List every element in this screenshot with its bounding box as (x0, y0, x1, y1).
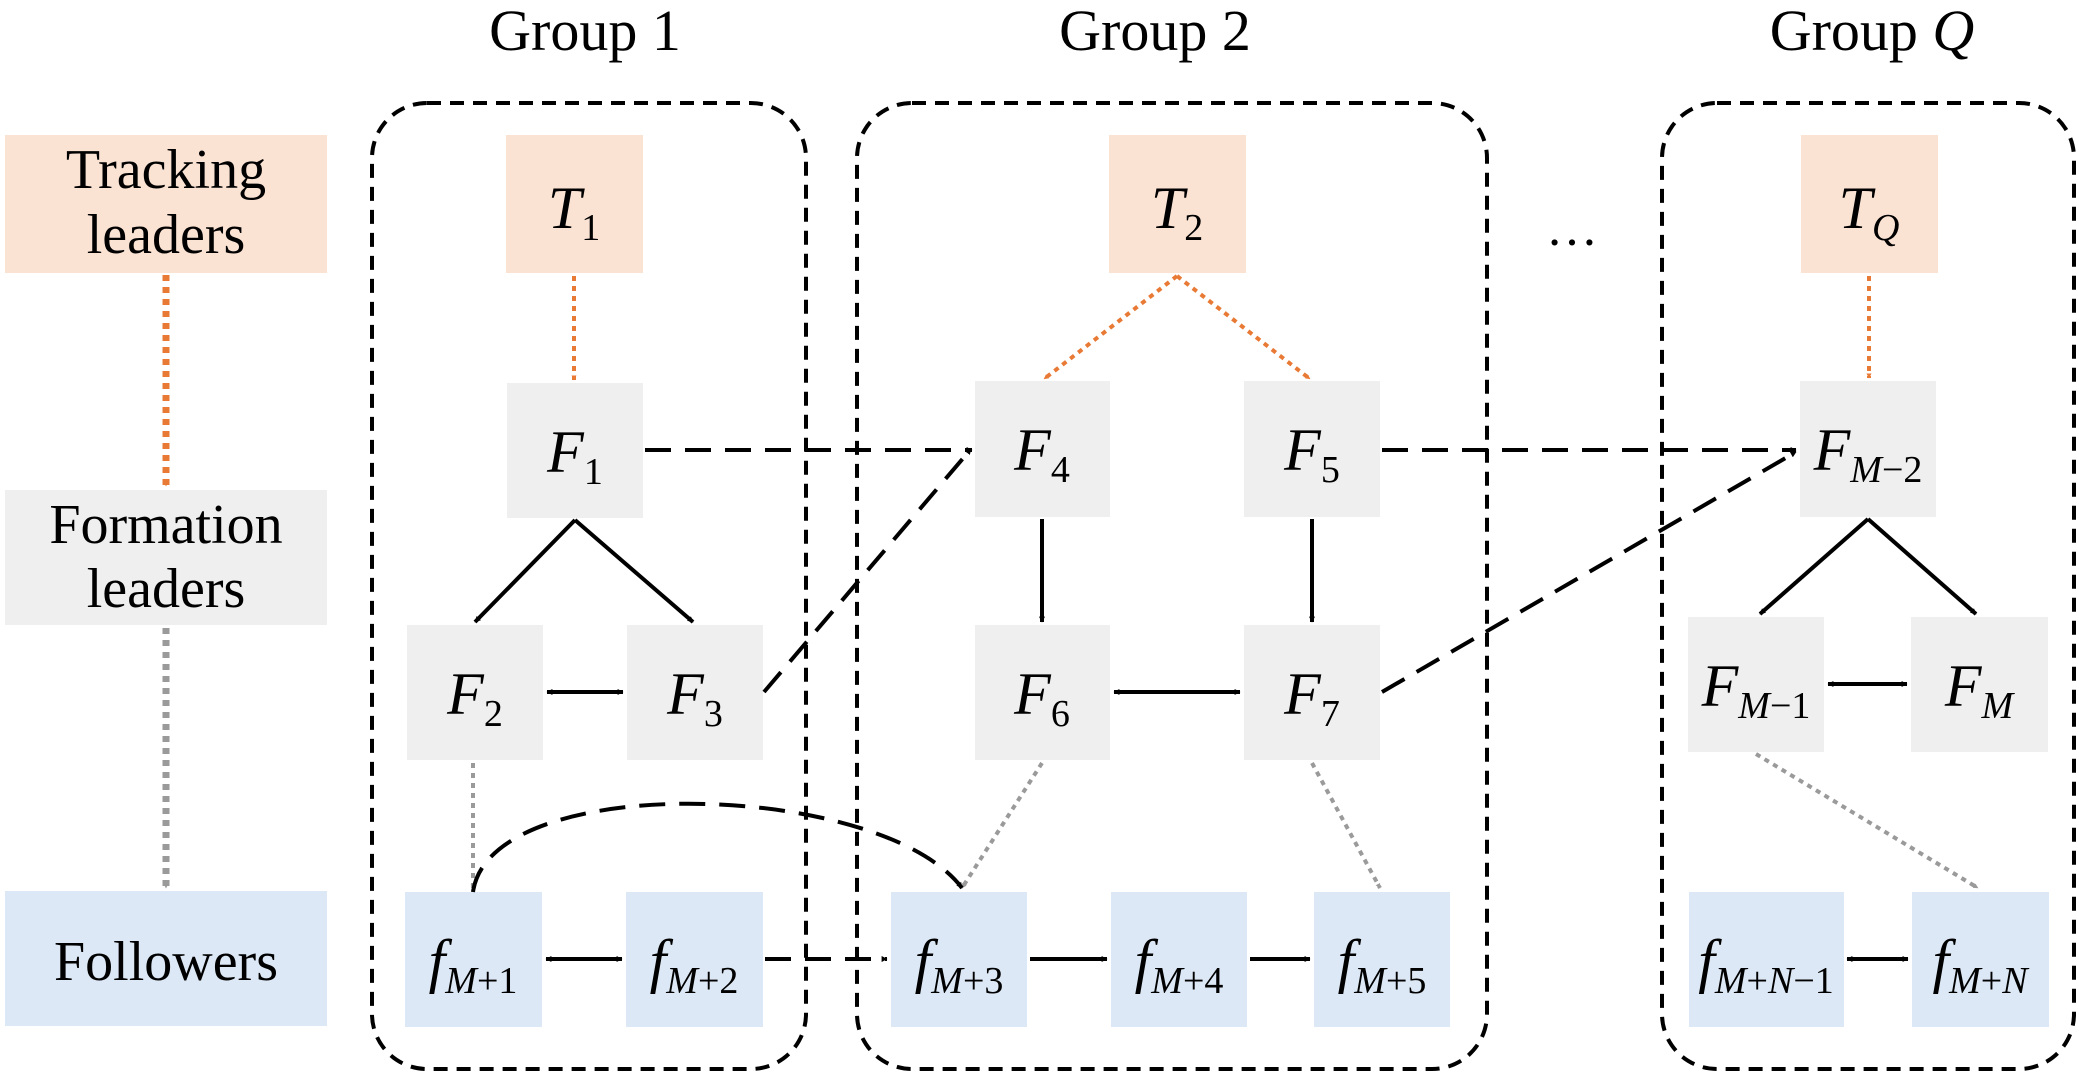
group-1-container (370, 101, 808, 1071)
node-FM: FM (1911, 617, 2048, 752)
edge-FM2-FM1 (1758, 517, 1870, 616)
group-1-header: Group 1 (489, 0, 681, 63)
edge-FM2-FM (1866, 517, 1978, 616)
groups-ellipsis: … (1546, 200, 1598, 257)
edge-F1-F3 (573, 518, 695, 624)
group-2-header: Group 2 (1059, 0, 1251, 63)
node-F1: F1 (507, 383, 643, 518)
group-q-container (1660, 101, 2076, 1071)
node-f-M-plus-1: fM+1 (405, 892, 542, 1027)
group-2-container (855, 101, 1489, 1071)
node-f-M-plus-5: fM+5 (1314, 892, 1450, 1027)
legend-formation-line2: leaders (87, 558, 246, 620)
node-F4: F4 (975, 381, 1110, 517)
node-FM-minus-1: FM−1 (1688, 617, 1824, 752)
edge-F6-fM3 (960, 761, 1044, 890)
node-f-M-plus-N: fM+N (1912, 892, 2049, 1027)
svg-text:FM−2: FM−2 (1813, 417, 1923, 491)
svg-text:F2: F2 (446, 661, 503, 735)
edge-T2-F5 (1175, 274, 1312, 381)
svg-text:T2: T2 (1151, 175, 1203, 249)
svg-text:F6: F6 (1013, 661, 1070, 735)
node-T1: T1 (506, 135, 643, 273)
svg-text:FM: FM (1944, 653, 2016, 727)
svg-text:TQ: TQ (1839, 175, 1900, 249)
edge-F3-F4 (762, 447, 973, 694)
node-f-M-plus-3: fM+3 (891, 892, 1027, 1027)
legend-tracking-line1: Tracking (66, 139, 266, 201)
node-TQ: TQ (1801, 135, 1938, 273)
legend-followers-box (5, 891, 327, 1026)
node-f-M-plus-2: fM+2 (626, 892, 763, 1027)
node-FM-minus-2: FM−2 (1800, 381, 1936, 517)
node-T2: T2 (1109, 135, 1246, 273)
node-F3: F3 (627, 625, 763, 760)
svg-text:F3: F3 (666, 661, 723, 735)
edge-fM1-fM3-curve (471, 801, 964, 893)
svg-text:FM−1: FM−1 (1701, 653, 1811, 727)
node-F5: F5 (1244, 381, 1380, 517)
svg-text:fM+N−1: fM+N−1 (1698, 928, 1834, 1002)
legend-tracking-box (5, 135, 327, 273)
legend-formation-line1: Formation (49, 494, 282, 556)
legend-tracking-line2: leaders (87, 204, 246, 266)
edge-F7-fM5 (1310, 762, 1382, 889)
svg-text:F4: F4 (1013, 417, 1070, 491)
legend-followers-label: Followers (54, 931, 278, 993)
svg-text:F5: F5 (1283, 417, 1340, 491)
svg-text:F1: F1 (546, 419, 603, 493)
node-F6: F6 (975, 625, 1110, 760)
node-f-M-plus-4: fM+4 (1111, 892, 1247, 1027)
group-q-header: Group Q (1770, 0, 1975, 63)
edge-T2-F4 (1042, 274, 1179, 381)
edge-FM1-fMN (1754, 752, 1980, 890)
svg-text:F7: F7 (1283, 661, 1340, 735)
node-F2: F2 (407, 625, 543, 760)
svg-text:T1: T1 (548, 175, 600, 249)
edge-F1-F2 (473, 518, 577, 624)
svg-text:fM+1: fM+1 (429, 928, 518, 1002)
node-F7: F7 (1244, 625, 1380, 760)
node-f-M-plus-N-minus-1: fM+N−1 (1689, 892, 1844, 1027)
legend-formation-box (5, 490, 327, 625)
